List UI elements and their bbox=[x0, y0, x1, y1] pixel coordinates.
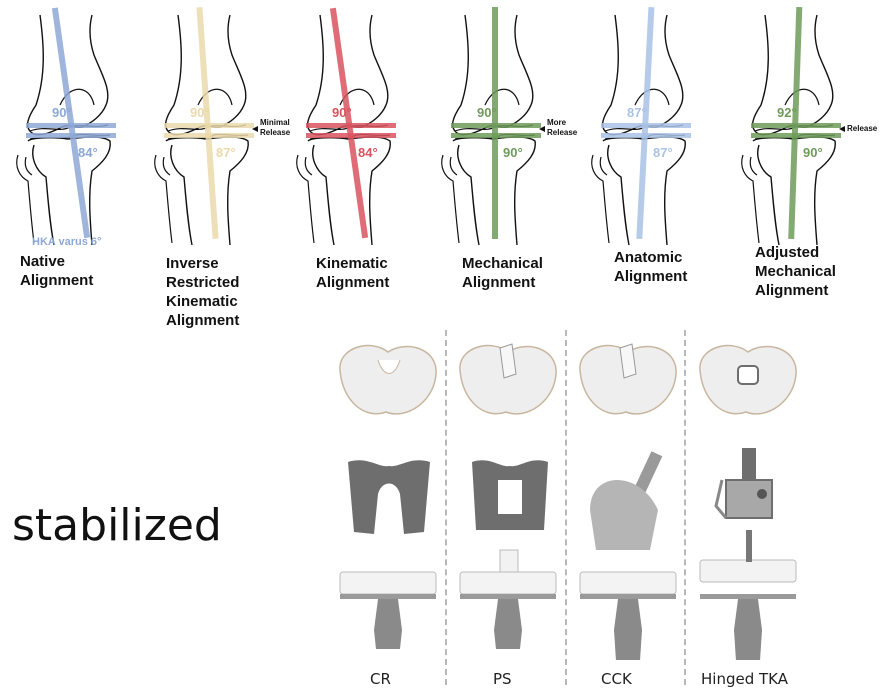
alignment-panel-5: 87°87°Anatomic Alignment bbox=[585, 5, 735, 255]
tibial-joint-line bbox=[26, 133, 116, 138]
femoral-angle-label: 87° bbox=[627, 105, 647, 120]
tibial-angle-label: 87° bbox=[216, 145, 236, 160]
tibial-angle-label: 90° bbox=[803, 145, 823, 160]
implant-label: CCK bbox=[601, 670, 632, 688]
femoral-joint-line bbox=[451, 123, 541, 128]
tibial-component bbox=[580, 572, 676, 660]
femoral-component bbox=[590, 451, 662, 550]
implant-column-cr: CR bbox=[330, 330, 445, 665]
alignment-caption: Kinematic Alignment bbox=[316, 254, 436, 292]
tibial-joint-line bbox=[451, 133, 541, 138]
tibial-joint-line bbox=[601, 133, 691, 138]
tibial-angle-label: 84° bbox=[358, 145, 378, 160]
alignment-caption: Native Alignment bbox=[20, 252, 140, 290]
femoral-joint-line bbox=[164, 123, 254, 128]
knee-diagram: 87° 87° bbox=[585, 5, 735, 250]
tibial-joint-line bbox=[164, 133, 254, 138]
knee-diagram: 90° 84° HKA varus 6° bbox=[10, 5, 160, 250]
tibial-angle-label: 87° bbox=[653, 145, 673, 160]
alignment-panel-1: 90°84°HKA varus 6°Native Alignment bbox=[10, 5, 160, 255]
alignment-caption: Adjusted Mechanical Alignment bbox=[755, 243, 875, 300]
tibial-angle-label: 90° bbox=[503, 145, 523, 160]
tibial-component bbox=[340, 572, 436, 649]
femoral-joint-line bbox=[306, 123, 396, 128]
implant-divider-2 bbox=[565, 330, 567, 685]
femoral-component bbox=[716, 448, 772, 518]
implant-label: Hinged TKA bbox=[701, 670, 788, 688]
femoral-joint-line bbox=[26, 123, 116, 128]
tibial-joint-line bbox=[751, 133, 841, 138]
femoral-joint-line bbox=[751, 123, 841, 128]
alignment-caption: Mechanical Alignment bbox=[462, 254, 582, 292]
implant-column-hinged: Hinged TKA bbox=[690, 330, 805, 665]
femoral-angle-label: 92° bbox=[777, 105, 797, 120]
release-note: Release bbox=[847, 124, 878, 133]
mechanical-axis-line bbox=[52, 8, 90, 239]
insert-top-view bbox=[340, 346, 436, 414]
alignment-caption: Anatomic Alignment bbox=[614, 248, 734, 286]
implant-column-ps: PS bbox=[450, 330, 565, 665]
implant-illustration bbox=[570, 330, 685, 660]
knee-diagram: 92° 90° Release bbox=[735, 5, 885, 250]
alignment-panel-3: 90°84°Kinematic Alignment bbox=[290, 5, 440, 255]
knee-diagram: 90° 84° bbox=[290, 5, 440, 250]
femoral-angle-label: 90° bbox=[52, 105, 72, 120]
femoral-component bbox=[348, 460, 430, 534]
tibial-component bbox=[460, 550, 556, 649]
tibial-angle-label: 84° bbox=[78, 145, 98, 160]
implant-illustration bbox=[450, 330, 565, 660]
femoral-component bbox=[472, 460, 548, 530]
implant-column-cck: CCK bbox=[570, 330, 685, 665]
implant-divider-1 bbox=[445, 330, 447, 685]
tibial-joint-line bbox=[306, 133, 396, 138]
femoral-angle-label: 90° bbox=[190, 105, 210, 120]
implant-illustration bbox=[330, 330, 445, 660]
alignment-caption: Inverse Restricted Kinematic Alignment bbox=[166, 254, 286, 330]
implant-label: PS bbox=[493, 670, 512, 688]
femoral-angle-label: 90° bbox=[477, 105, 497, 120]
implant-label: CR bbox=[370, 670, 391, 688]
femoral-angle-label: 90° bbox=[332, 105, 352, 120]
femoral-joint-line bbox=[601, 123, 691, 128]
overlay-word: stabilized bbox=[12, 500, 222, 551]
hka-note: HKA varus 6° bbox=[32, 236, 101, 248]
implant-illustration bbox=[690, 330, 805, 660]
tibial-component bbox=[700, 530, 796, 660]
